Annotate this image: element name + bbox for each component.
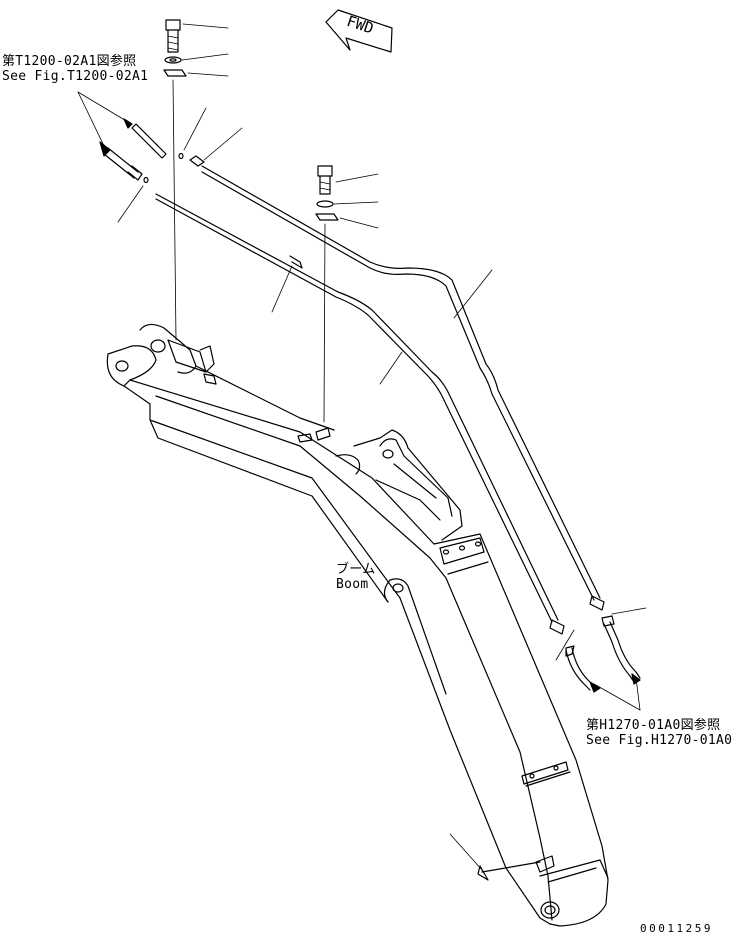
fwd-arrow-icon: FWD [325,9,393,53]
reference-label-t1200: 第T1200-02A1図参照 See Fig.T1200-02A1 [2,54,148,84]
fitting-upper [123,118,167,159]
bolt-middle [315,165,379,423]
leader-ref-t1200-b [77,91,105,147]
leader-ref-t1200-a [77,91,129,123]
reference-label-t1200-en: See Fig.T1200-02A1 [2,69,149,84]
hydraulic-tube-lower [155,193,565,635]
hydraulic-tube-upper [189,127,605,611]
washer-upper-left [164,53,229,64]
leader-ref-h1270-b [635,677,641,711]
document-number: 00011259 [640,922,713,935]
fwd-text: FWD [344,12,375,37]
reference-label-t1200-jp: 第T1200-02A1図参照 [2,54,137,69]
bolt-upper-left [165,19,229,53]
boom-label: ブーム Boom [336,562,376,592]
fitting-lower [99,141,143,181]
reference-label-h1270-jp: 第H1270-01A0図参照 [586,718,721,733]
hose-fitting-left [565,645,595,691]
grease-fitting [449,833,541,881]
centerline-left [172,79,177,341]
boom-label-en: Boom [336,577,369,592]
reference-label-h1270-en: See Fig.H1270-01A0 [586,733,733,748]
leader-ref-h1270-a [593,683,641,711]
hose-fitting-right [601,615,641,683]
boom-label-jp: ブーム [336,562,376,577]
clamp-upper-left [163,69,229,77]
boom-body [106,323,609,927]
reference-label-h1270: 第H1270-01A0図参照 See Fig.H1270-01A0 [586,718,732,748]
